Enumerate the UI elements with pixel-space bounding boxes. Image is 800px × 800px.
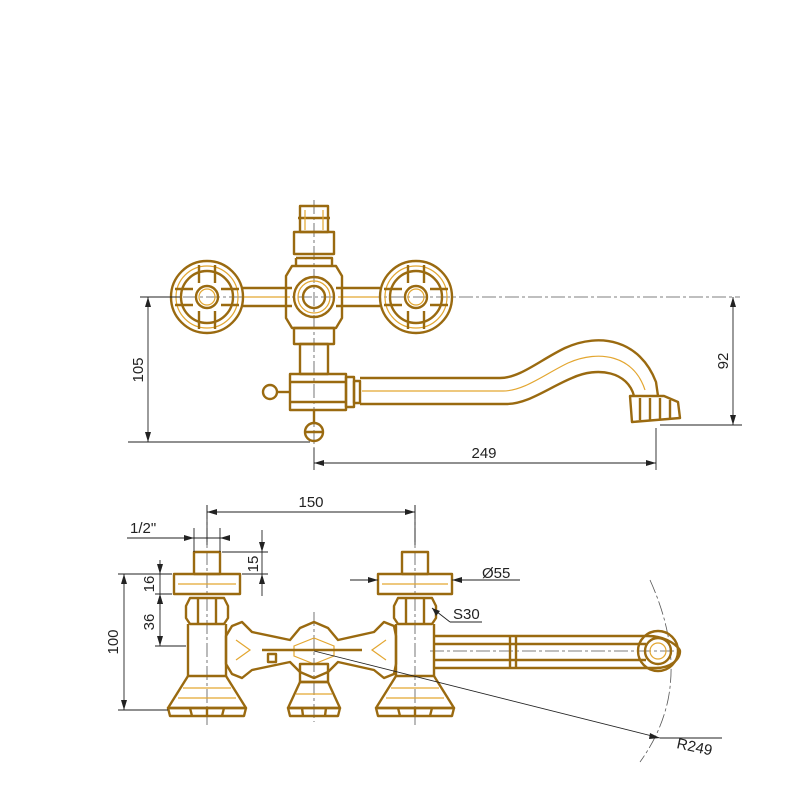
top-view: 105 92 249	[128, 200, 742, 470]
spout	[360, 339, 682, 424]
spout-side	[434, 629, 682, 673]
dim-55-label: Ø55	[482, 565, 510, 582]
dimension-36: 36	[141, 594, 186, 647]
dim-92-label: 92	[715, 353, 732, 370]
s30-label: S30	[453, 606, 480, 623]
dim-15-label: 15	[245, 556, 262, 573]
dimension-150: 150	[206, 494, 416, 545]
dimension-15: 15	[222, 530, 268, 596]
left-valve	[166, 550, 248, 718]
dimension-55: Ø55	[350, 565, 520, 583]
connecting-arms	[242, 286, 380, 308]
dimension-thread: 1/2"	[127, 520, 230, 552]
dim-249-label: 249	[471, 445, 496, 462]
dimension-249: 249	[313, 428, 657, 470]
label-s30: S30	[431, 606, 482, 623]
dim-36-label: 36	[141, 614, 158, 631]
central-body	[284, 256, 344, 376]
dimension-92: 92	[660, 297, 742, 426]
dim-105-label: 105	[130, 357, 147, 382]
r249-label: R249	[675, 735, 714, 759]
left-handle	[169, 259, 245, 335]
dim-16-label: 16	[141, 576, 158, 593]
dim-thread-label: 1/2"	[130, 520, 156, 537]
right-handle	[378, 259, 454, 335]
front-view: 150 1/2" 15 16	[105, 494, 722, 763]
spout-radius-arc	[639, 579, 672, 763]
mixing-body	[261, 372, 362, 443]
central-mixer	[224, 620, 398, 718]
dimension-16: 16	[141, 560, 172, 610]
dimension-100: 100	[105, 573, 172, 711]
shower-outlet	[292, 204, 336, 256]
dim-150-label: 150	[298, 494, 323, 511]
dimension-105: 105	[128, 296, 310, 443]
dim-100-label: 100	[105, 629, 122, 654]
